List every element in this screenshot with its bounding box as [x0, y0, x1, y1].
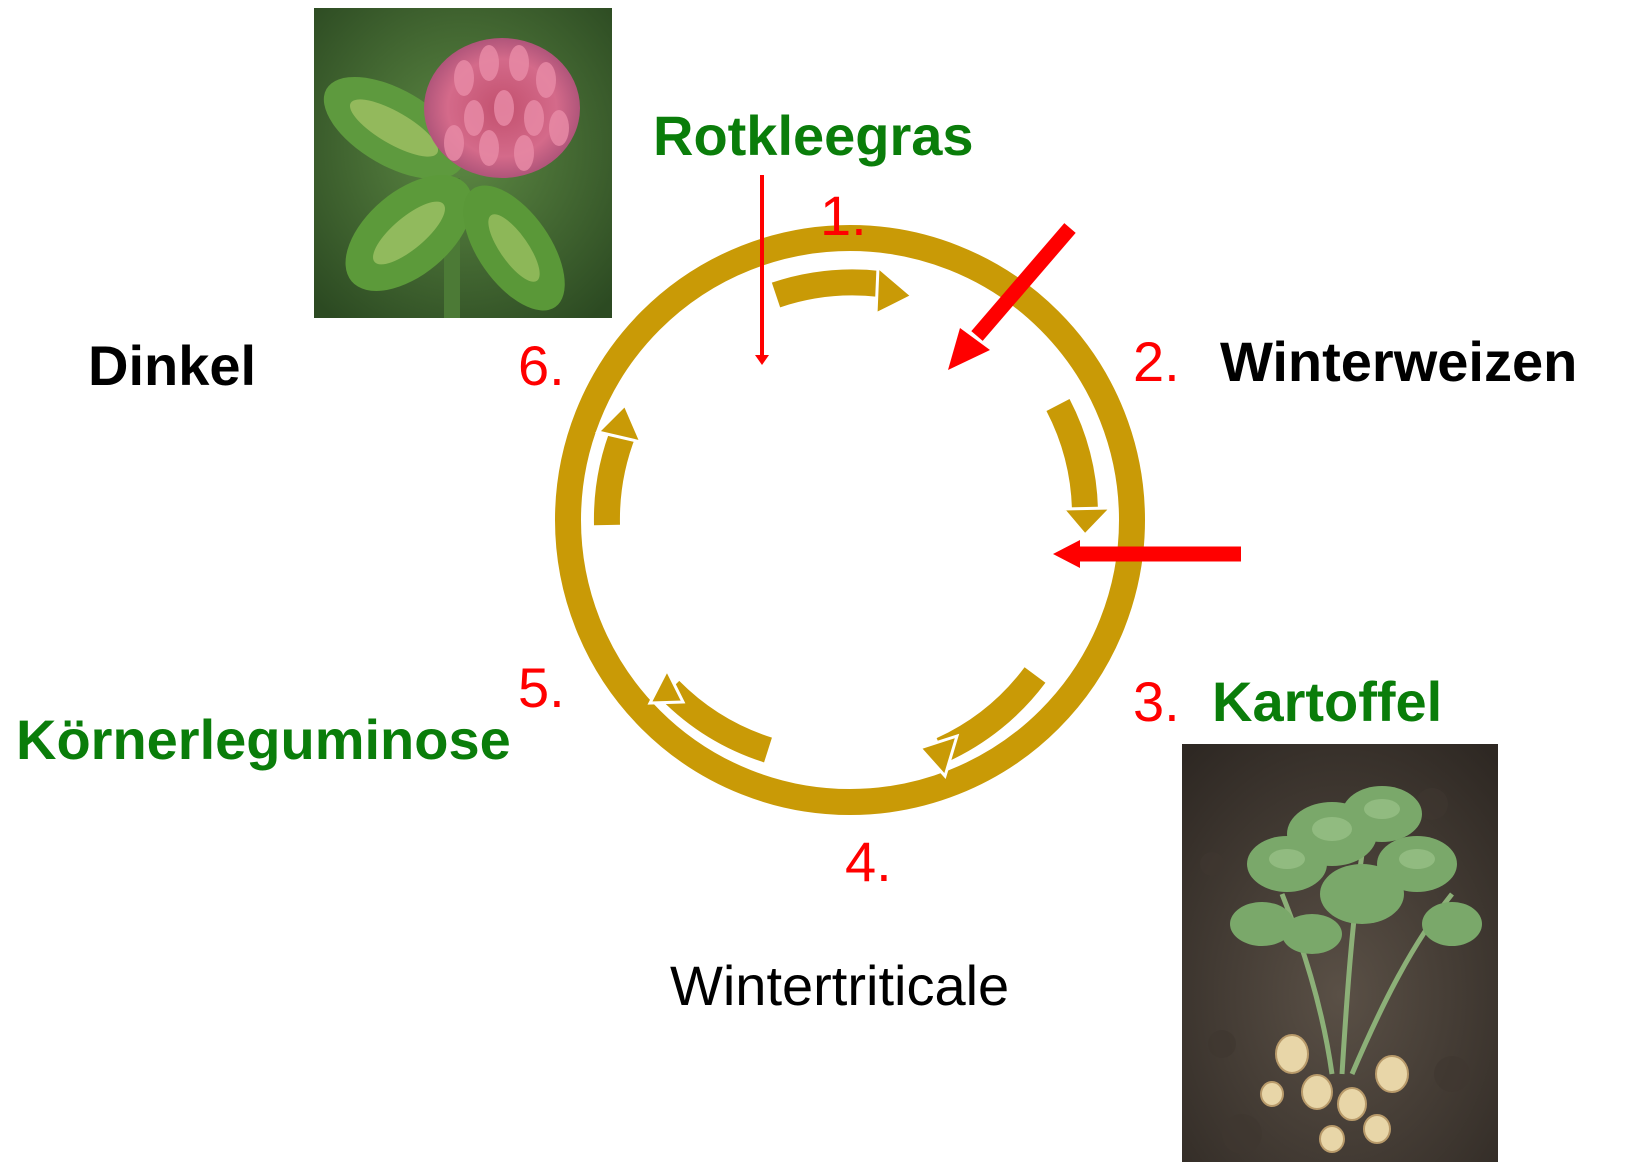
crop-6-number: 6. [518, 338, 565, 394]
crop-2-name: Winterweizen [1220, 334, 1577, 390]
rotation-arrow-1-2 [776, 282, 880, 295]
crop-6-name: Dinkel [88, 338, 256, 394]
arrowhead-2-3 [1063, 508, 1111, 535]
arrowhead-1-2 [876, 267, 912, 314]
crop-2-number: 2. [1133, 334, 1180, 390]
arrowhead-5-6 [598, 405, 641, 442]
crop-5-name: Körnerleguminose [16, 712, 511, 768]
crop-4-number: 4. [845, 834, 892, 890]
crop-3-name: Kartoffel [1212, 674, 1442, 730]
rotation-ring [568, 238, 1132, 802]
red-horizontal-arrow [1053, 540, 1241, 568]
crop-1-name: Rotkleegras [653, 108, 974, 164]
crop-3-number: 3. [1133, 674, 1180, 730]
crop-1-number: 1. [820, 188, 867, 244]
crop-5-number: 5. [518, 660, 565, 716]
rotation-arrow-5-6 [607, 428, 625, 525]
red-thin-arrow [755, 175, 769, 365]
crop-4-name: Wintertriticale [670, 958, 1009, 1014]
rotation-arrow-2-3 [1058, 405, 1085, 510]
